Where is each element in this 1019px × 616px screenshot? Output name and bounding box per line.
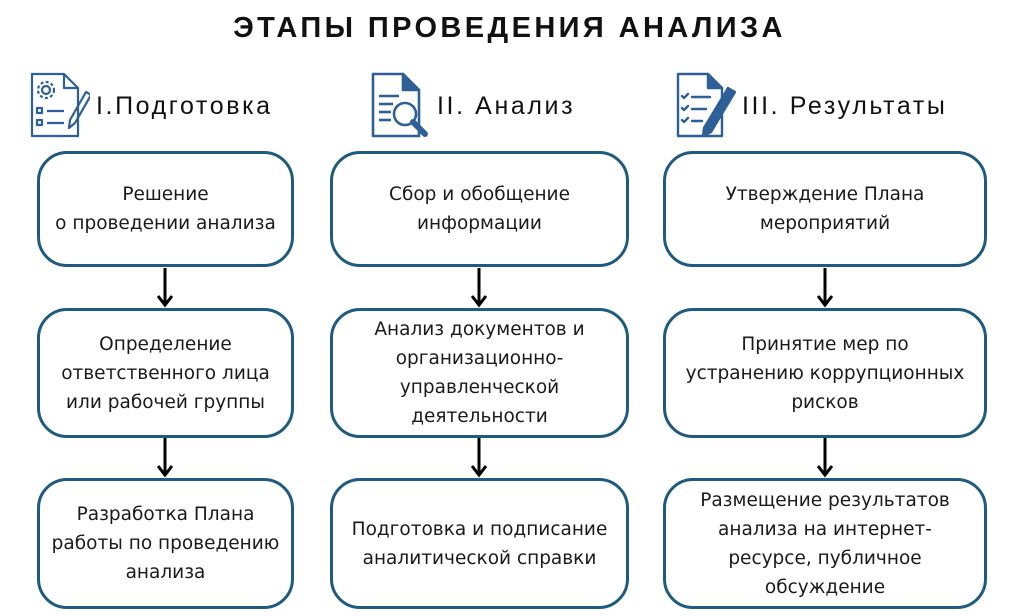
stage-label: II. Анализ <box>437 91 576 120</box>
step-box-work-plan: Разработка Плана работы по проведению ан… <box>37 478 294 609</box>
stage-header-preparation: I.Подготовка <box>26 70 273 142</box>
step-box-document-analysis: Анализ документов и организационно- упра… <box>330 308 629 438</box>
step-box-analytical-report: Подготовка и подписание аналитической сп… <box>330 478 629 609</box>
down-arrow-icon <box>817 268 833 308</box>
down-arrow-icon <box>157 268 173 308</box>
document-settings-checklist-pencil-icon <box>30 72 90 138</box>
step-box-risk-measures: Принятие мер по устранению коррупционных… <box>663 308 987 438</box>
down-arrow-icon <box>471 438 487 478</box>
checklist-pen-icon <box>676 72 736 138</box>
down-arrow-icon <box>817 438 833 478</box>
document-magnifier-icon <box>371 72 428 138</box>
step-box-plan-approval: Утверждение Плана мероприятий <box>663 151 987 267</box>
diagram-title: ЭТАПЫ ПРОВЕДЕНИЯ АНАЛИЗА <box>233 12 786 44</box>
stage-header-analysis: II. Анализ <box>367 70 575 142</box>
stage-header-results: III. Результаты <box>672 70 947 142</box>
step-box-info-collection: Сбор и обобщение информации <box>330 151 629 267</box>
step-box-decision: Решение о проведении анализа <box>37 151 294 267</box>
down-arrow-icon <box>157 438 173 478</box>
step-box-publish-results: Размещение результатов анализа на интерн… <box>663 478 987 609</box>
stage-label: I.Подготовка <box>96 91 273 120</box>
step-box-responsible-person: Определение ответственного лица или рабо… <box>37 308 294 438</box>
down-arrow-icon <box>471 268 487 308</box>
stage-label: III. Результаты <box>742 91 948 120</box>
